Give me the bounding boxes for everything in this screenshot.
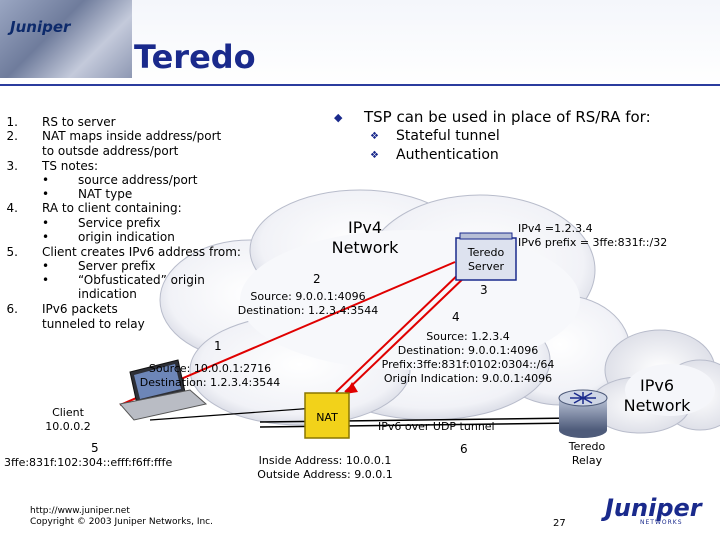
tunnel-label: IPv6 over UDP tunnel [378,420,495,433]
bullet-dot: • [42,230,50,244]
msg3-number: 3 [480,283,488,297]
tsp-item: Stateful tunnel [396,128,500,144]
client-label: Client 10.0.0.2 [38,406,98,434]
step-bullet: NAT type [78,187,133,201]
teredo-server-label: Teredo Server [458,246,514,274]
ipv4-network-label: IPv4 Network [320,218,410,258]
ipv6-label-line: IPv6 [639,376,674,395]
client-laptop-icon [119,359,208,421]
tunnel-number: 6 [460,442,468,456]
step-number: 6. [6,302,18,316]
step-bullet: source address/port [78,173,198,187]
tsp-heading: TSP can be used in place of RS/RA for: [364,108,651,126]
msg1-line: Destination: 1.2.3.4:3544 [139,376,281,389]
juniper-logo: Juniper [605,494,702,522]
step-text: tunneled to relay [42,317,145,331]
msg4-line: Destination: 9.0.0.1:4096 [397,344,539,357]
step-text: IPv6 packets [42,302,118,316]
nat-box [304,392,350,439]
msg2-line: Source: 9.0.0.1:4096 [250,290,366,303]
server-info-line: IPv4 =1.2.3.4 [518,222,593,235]
diamond-bullet-icon: ◆ [334,111,343,124]
diamond-bullet-icon: ❖ [370,131,379,142]
teredo-relay-router [558,389,608,438]
bullet-dot: • [42,259,50,273]
msg4-line: Origin Indication: 9.0.0.1:4096 [383,372,553,385]
bullet-dot: • [42,187,50,201]
ipv6-label-line: Network [623,396,691,415]
server-info-line: IPv6 prefix = 3ffe:831f::/32 [518,236,668,249]
step-text: TS notes: [42,159,99,173]
ipv4-label-line: IPv4 [347,218,382,237]
slide-title: Teredo [134,38,256,76]
bullet-dot: • [42,173,50,187]
ipv6-cloud [589,329,720,434]
msg1-label: Source: 10.0.0.1:2716 Destination: 1.2.3… [130,362,290,390]
msg4-line: Prefix:3ffe:831f:0102:0304::/64 [381,358,555,371]
msg2-number: 2 [313,272,321,286]
step-text: RA to client containing: [42,201,182,215]
bullet-dot: • [42,216,50,230]
step-number: 1. [6,115,18,129]
msg2-label: Source: 9.0.0.1:4096 Destination: 1.2.3.… [228,290,388,318]
step-number: 2. [6,129,18,143]
msg1-number: 1 [214,339,222,353]
step-bullet: indication [78,287,137,301]
server-label-line: Server [467,260,505,273]
bullet-dot: • [42,273,50,287]
msg1-line: Source: 10.0.0.1:2716 [148,362,272,375]
server-label-line: Teredo [467,246,505,259]
nat-address-line: Outside Address: 9.0.0.1 [257,468,393,481]
client-label-line: Client [52,406,84,419]
msg4-line: Source: 1.2.3.4 [426,330,510,343]
step-bullet: Server prefix [78,259,156,273]
step-number: 5. [6,245,18,259]
msg2-line: Destination: 1.2.3.4:3544 [237,304,379,317]
diamond-bullet-icon: ❖ [370,150,379,161]
juniper-logo-sub: NETWORKS [640,519,683,526]
client-link [149,407,316,421]
msg4-label: Source: 1.2.3.4 Destination: 9.0.0.1:409… [368,330,568,386]
title-divider [0,84,720,86]
step-text: to outsde address/port [42,144,179,158]
ipv6-network-label: IPv6 Network [614,376,700,416]
step-text: RS to server [42,115,116,129]
header-logo-text: Juniper [10,18,71,36]
ipv4-label-line: Network [331,238,399,257]
client-ipv6-address: 3ffe:831f:102:304::efff:f6ff:fffe [4,456,173,469]
step-number: 4. [6,201,18,215]
teredo-relay-label: Teredo Relay [560,440,614,468]
nat-addresses: Inside Address: 10.0.0.1 Outside Address… [240,454,410,482]
step-bullet: Service prefix [78,216,161,230]
client-address-number: 5 [91,441,99,455]
nat-label: NAT [316,411,338,424]
server-info: IPv4 =1.2.3.4 IPv6 prefix = 3ffe:831f::/… [518,222,667,250]
nat-address-line: Inside Address: 10.0.0.1 [258,454,392,467]
page-number: 27 [553,518,566,529]
header-logo-photo [0,0,132,78]
footer-url: http://www.juniper.net [30,506,130,516]
step-bullet: “Obfusticated” origin [78,273,205,287]
relay-label-line: Relay [571,454,603,467]
step-text: Client creates IPv6 address from: [42,245,241,259]
teredo-server [455,232,517,281]
msg4-number: 4 [452,310,460,324]
step-number: 3. [6,159,18,173]
footer-copyright: Copyright © 2003 Juniper Networks, Inc. [30,517,213,527]
client-label-line: 10.0.0.2 [45,420,91,433]
step-text: NAT maps inside address/port [42,129,222,143]
step-bullet: origin indication [78,230,175,244]
tsp-item: Authentication [396,147,499,163]
relay-label-line: Teredo [568,440,606,453]
